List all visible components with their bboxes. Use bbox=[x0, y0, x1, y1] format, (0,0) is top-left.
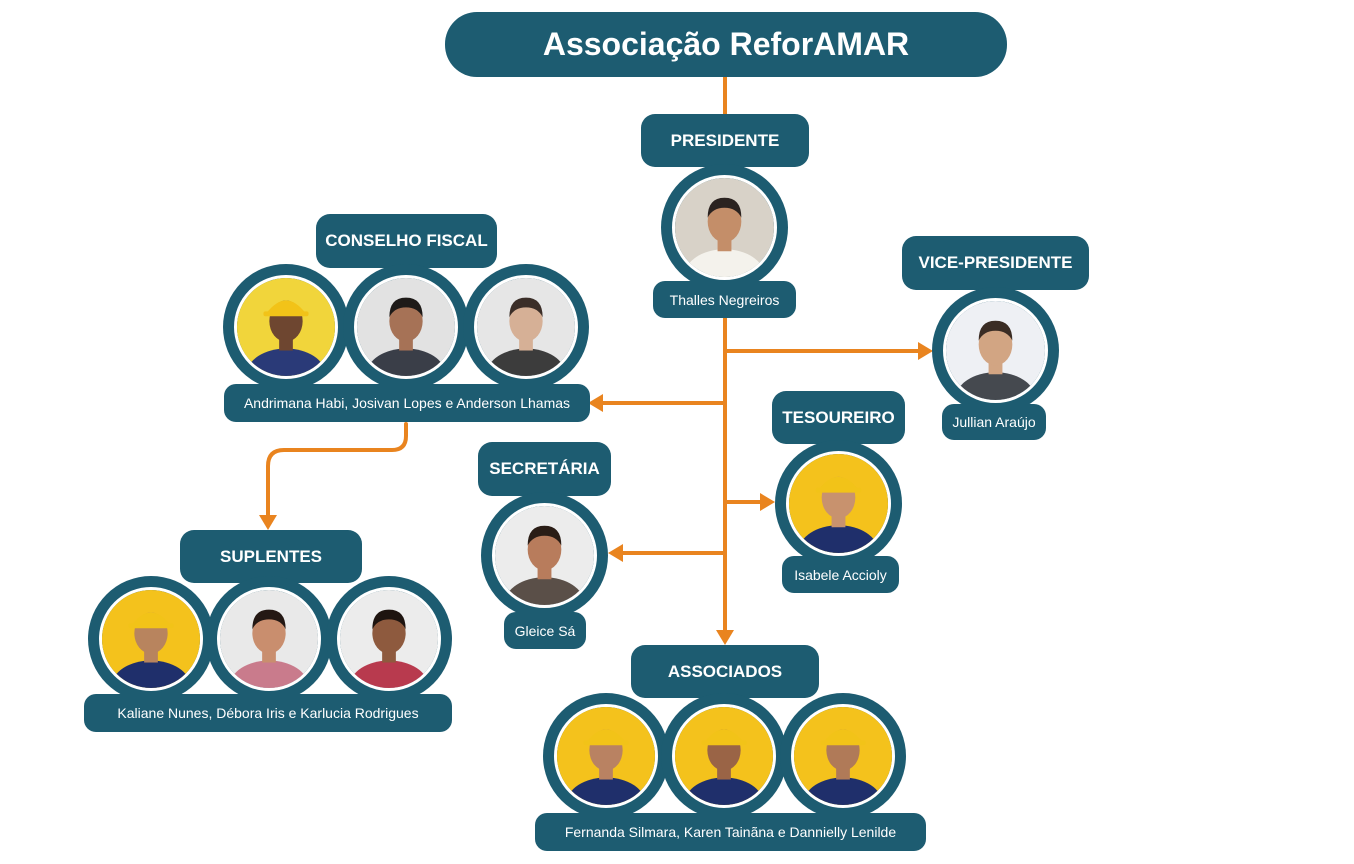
page-title: Associação ReforAMAR bbox=[445, 12, 1007, 77]
photo-frame bbox=[554, 704, 658, 808]
arrow-tesoureiro bbox=[760, 493, 775, 511]
photo-frame bbox=[672, 175, 777, 280]
photo-frame bbox=[786, 451, 891, 556]
role-label-vice-presidente: VICE-PRESIDENTE bbox=[902, 236, 1089, 290]
person-silhouette-icon bbox=[477, 278, 575, 376]
portrait-suplentes-2 bbox=[206, 576, 332, 702]
arrow-associados bbox=[716, 630, 734, 645]
person-silhouette-icon bbox=[794, 707, 892, 805]
photo-frame bbox=[672, 704, 776, 808]
portrait-associados-2 bbox=[661, 693, 787, 819]
portrait-conselho-3 bbox=[463, 264, 589, 390]
role-label-conselho-fiscal: CONSELHO FISCAL bbox=[316, 214, 497, 268]
person-silhouette-icon bbox=[237, 278, 335, 376]
photo-frame bbox=[474, 275, 578, 379]
portrait-conselho-1 bbox=[223, 264, 349, 390]
portrait-secretaria bbox=[481, 492, 608, 619]
role-label-tesoureiro: TESOUREIRO bbox=[772, 391, 905, 444]
names-associados: Fernanda Silmara, Karen Tainãna e Dannie… bbox=[535, 813, 926, 851]
person-silhouette-icon bbox=[340, 590, 438, 688]
arrow-secretaria bbox=[608, 544, 623, 562]
portrait-associados-1 bbox=[543, 693, 669, 819]
arrow-conselho bbox=[588, 394, 603, 412]
person-silhouette-icon bbox=[675, 178, 774, 277]
arrow-vice bbox=[918, 342, 933, 360]
portrait-tesoureiro bbox=[775, 440, 902, 567]
portrait-associados-3 bbox=[780, 693, 906, 819]
role-label-associados: ASSOCIADOS bbox=[631, 645, 819, 698]
names-conselho-fiscal: Andrimana Habi, Josivan Lopes e Anderson… bbox=[224, 384, 590, 422]
portrait-conselho-2 bbox=[343, 264, 469, 390]
person-silhouette-icon bbox=[789, 454, 888, 553]
photo-frame bbox=[943, 298, 1048, 403]
arrowheads bbox=[259, 342, 933, 645]
role-label-suplentes: SUPLENTES bbox=[180, 530, 362, 583]
photo-frame bbox=[492, 503, 597, 608]
person-silhouette-icon bbox=[557, 707, 655, 805]
role-label-presidente: PRESIDENTE bbox=[641, 114, 809, 167]
photo-frame bbox=[234, 275, 338, 379]
person-silhouette-icon bbox=[220, 590, 318, 688]
names-suplentes: Kaliane Nunes, Débora Iris e Karlucia Ro… bbox=[84, 694, 452, 732]
person-silhouette-icon bbox=[946, 301, 1045, 400]
photo-frame bbox=[217, 587, 321, 691]
person-silhouette-icon bbox=[675, 707, 773, 805]
portrait-suplentes-3 bbox=[326, 576, 452, 702]
photo-frame bbox=[99, 587, 203, 691]
names-secretaria: Gleice Sá bbox=[504, 612, 586, 649]
names-tesoureiro: Isabele Accioly bbox=[782, 556, 899, 593]
person-silhouette-icon bbox=[357, 278, 455, 376]
photo-frame bbox=[337, 587, 441, 691]
portrait-vice-presidente bbox=[932, 287, 1059, 414]
portrait-presidente bbox=[661, 164, 788, 291]
portrait-suplentes-1 bbox=[88, 576, 214, 702]
arrow-suplentes bbox=[259, 515, 277, 530]
photo-frame bbox=[791, 704, 895, 808]
person-silhouette-icon bbox=[102, 590, 200, 688]
connector-suplentes bbox=[266, 422, 408, 520]
names-vice-presidente: Jullian Araújo bbox=[942, 404, 1046, 440]
names-presidente: Thalles Negreiros bbox=[653, 281, 796, 318]
role-label-secretaria: SECRETÁRIA bbox=[478, 442, 611, 496]
photo-frame bbox=[354, 275, 458, 379]
person-silhouette-icon bbox=[495, 506, 594, 605]
